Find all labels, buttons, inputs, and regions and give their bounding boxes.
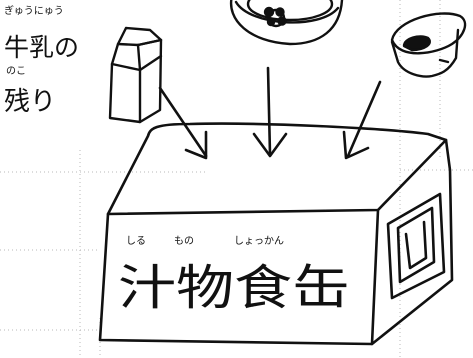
- box-ruby-shokkan: しょっかん: [234, 235, 284, 247]
- box-ruby-mono: もの: [174, 235, 194, 247]
- arrow-down-right-icon: [158, 86, 208, 160]
- box-label: しる もの しょっかん 汁物食缶: [118, 235, 350, 316]
- arrow-down-left-icon: [342, 80, 382, 160]
- box-ruby-shiru: しる: [126, 235, 146, 247]
- milk-label-line1: 牛乳の: [4, 33, 79, 62]
- leftover-milk-label: ぎゅうにゅう 牛乳の のこ 残り: [4, 4, 79, 117]
- arrow-down-icon: [252, 66, 288, 158]
- leftover-ruby: のこ: [6, 66, 26, 77]
- milk-carton-icon: [108, 26, 163, 124]
- milk-label-line2: 残り: [4, 87, 56, 117]
- food-in-bowl-icon: [263, 6, 287, 28]
- milk-ruby: ぎゅうにゅう: [4, 4, 64, 17]
- arrows: [158, 66, 382, 160]
- soup-food-can-box-icon: [98, 122, 454, 346]
- box-handle-icon: [386, 192, 446, 300]
- cup-icon: [390, 12, 467, 78]
- bowl-icon: [229, 0, 344, 46]
- box-label-text: 汁物食缶: [118, 260, 350, 316]
